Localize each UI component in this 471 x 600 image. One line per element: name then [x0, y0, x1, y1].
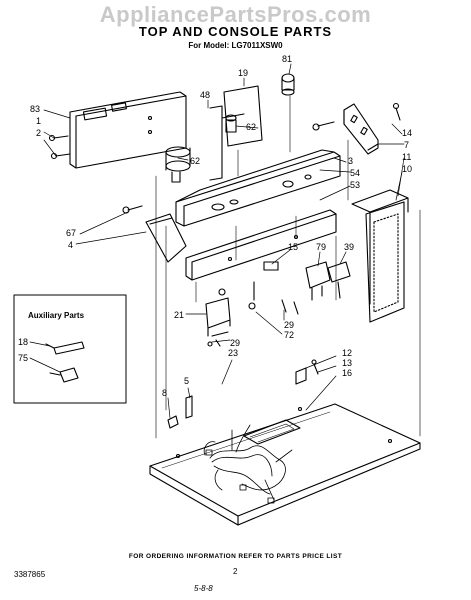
callout: 7 [404, 140, 409, 150]
console-end-panel [69, 91, 187, 169]
alignment-lines [155, 95, 421, 439]
top-panel [149, 403, 421, 526]
ordering-note: FOR ORDERING INFORMATION REFER TO PARTS … [128, 553, 343, 560]
callout: 19 [238, 68, 248, 78]
callout: 23 [228, 348, 238, 358]
callout: 29 [230, 338, 240, 348]
left-end-cap [122, 205, 187, 263]
callout: 53 [350, 180, 360, 190]
screws-left [48, 134, 71, 160]
callout: 79 [316, 242, 326, 252]
console-panel [175, 149, 341, 281]
callout: 14 [402, 128, 412, 138]
callout: 3 [348, 156, 353, 166]
lint-screen [351, 189, 409, 323]
timer [205, 288, 231, 347]
auxiliary-parts-title: Auxiliary Parts [28, 311, 85, 320]
callout: 67 [66, 228, 76, 238]
document-number: 3387865 [14, 570, 46, 579]
control-knobs [165, 85, 263, 183]
callout: 62 [190, 156, 200, 166]
callout: 11 [402, 152, 411, 162]
callout: 21 [174, 310, 184, 320]
callout: 54 [350, 168, 360, 178]
callout: 18 [18, 337, 28, 347]
knob-81 [281, 73, 295, 96]
callout: 12 [342, 348, 352, 358]
screws-center [207, 281, 299, 347]
callout: 2 [36, 128, 41, 138]
callout: 8 [162, 388, 167, 398]
callout: 10 [402, 164, 412, 174]
callout-leaders [29, 63, 405, 419]
switches [263, 261, 351, 301]
callout: 48 [200, 90, 210, 100]
callout: 75 [18, 353, 28, 363]
right-end-cap [312, 102, 401, 155]
callout: 1 [36, 116, 41, 126]
callout: 5 [184, 376, 189, 386]
callout-labels: 81 19 83 48 1 2 62 62 14 3 54 53 7 11 10… [18, 54, 412, 398]
callout: 15 [288, 242, 298, 252]
callout: 13 [342, 358, 352, 368]
model-label: For Model: LG7011XSW0 [188, 41, 283, 50]
watermark: AppliancePartsPros.com [99, 2, 372, 27]
callout: 16 [342, 368, 352, 378]
callout: 62 [246, 122, 256, 132]
page-title: TOP AND CONSOLE PARTS [138, 24, 333, 39]
signature: 5-8-8 [194, 584, 213, 593]
callout: 39 [344, 242, 354, 252]
callout: 29 [284, 320, 294, 330]
callout: 81 [282, 54, 292, 64]
wire-harness [203, 424, 293, 504]
callout: 4 [68, 240, 73, 250]
callout: 83 [30, 104, 40, 114]
page-number: 2 [233, 567, 238, 576]
callout: 72 [284, 330, 294, 340]
